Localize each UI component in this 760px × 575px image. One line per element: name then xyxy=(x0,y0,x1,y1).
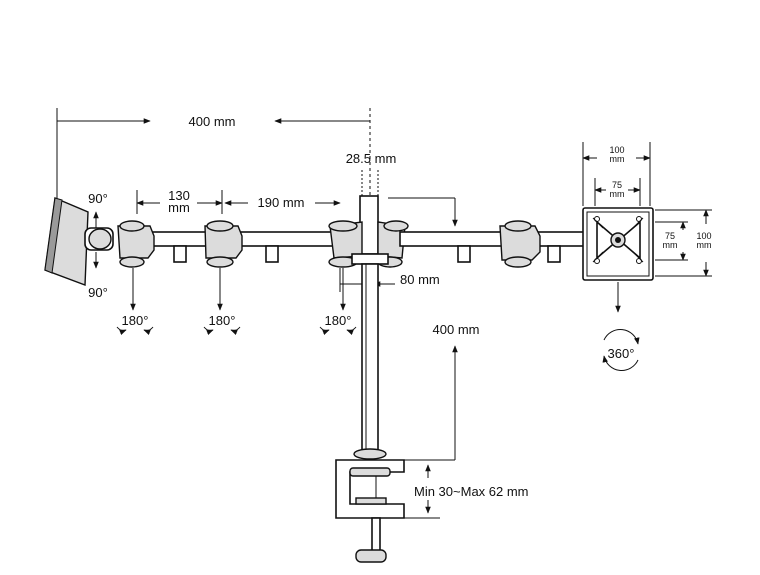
label-swivel-2: 180° xyxy=(209,313,236,328)
dimension-pole-diameter: 28.5 mm xyxy=(346,151,397,196)
dimension-clamp-range: Min 30~Max 62 mm xyxy=(404,459,529,519)
left-tilt-bracket: 90° 90° xyxy=(44,191,114,300)
label-arm-total: 400 mm xyxy=(189,114,236,129)
label-rotate-plate: 360° xyxy=(608,346,635,361)
dimension-arm-total: 400 mm xyxy=(56,108,371,215)
desk-clamp xyxy=(335,459,405,563)
dimension-hub-offset: 80 mm xyxy=(339,268,440,292)
label-pole-diameter: 28.5 mm xyxy=(346,151,397,166)
vesa-plate xyxy=(582,207,654,281)
label-swivel-1: 180° xyxy=(122,313,149,328)
left-arm xyxy=(117,220,341,268)
label-tilt-up: 90° xyxy=(88,191,108,206)
label-segment-2: 190 mm xyxy=(258,195,305,210)
swivel-3: 180° xyxy=(319,268,357,335)
pole xyxy=(353,263,387,460)
label-pole-height: 400 mm xyxy=(433,322,480,337)
label-tilt-down: 90° xyxy=(88,285,108,300)
label-clamp-range: Min 30~Max 62 mm xyxy=(414,484,529,499)
swivel-2: 180° xyxy=(203,268,241,335)
rotation-plate: 360° xyxy=(602,282,640,371)
dimension-pole-height: 400 mm xyxy=(380,322,480,461)
right-arm xyxy=(399,220,586,268)
center-hub xyxy=(328,195,409,268)
swivel-1: 180° xyxy=(116,268,154,335)
label-swivel-3: 180° xyxy=(325,313,352,328)
label-hub-offset: 80 mm xyxy=(400,272,440,287)
